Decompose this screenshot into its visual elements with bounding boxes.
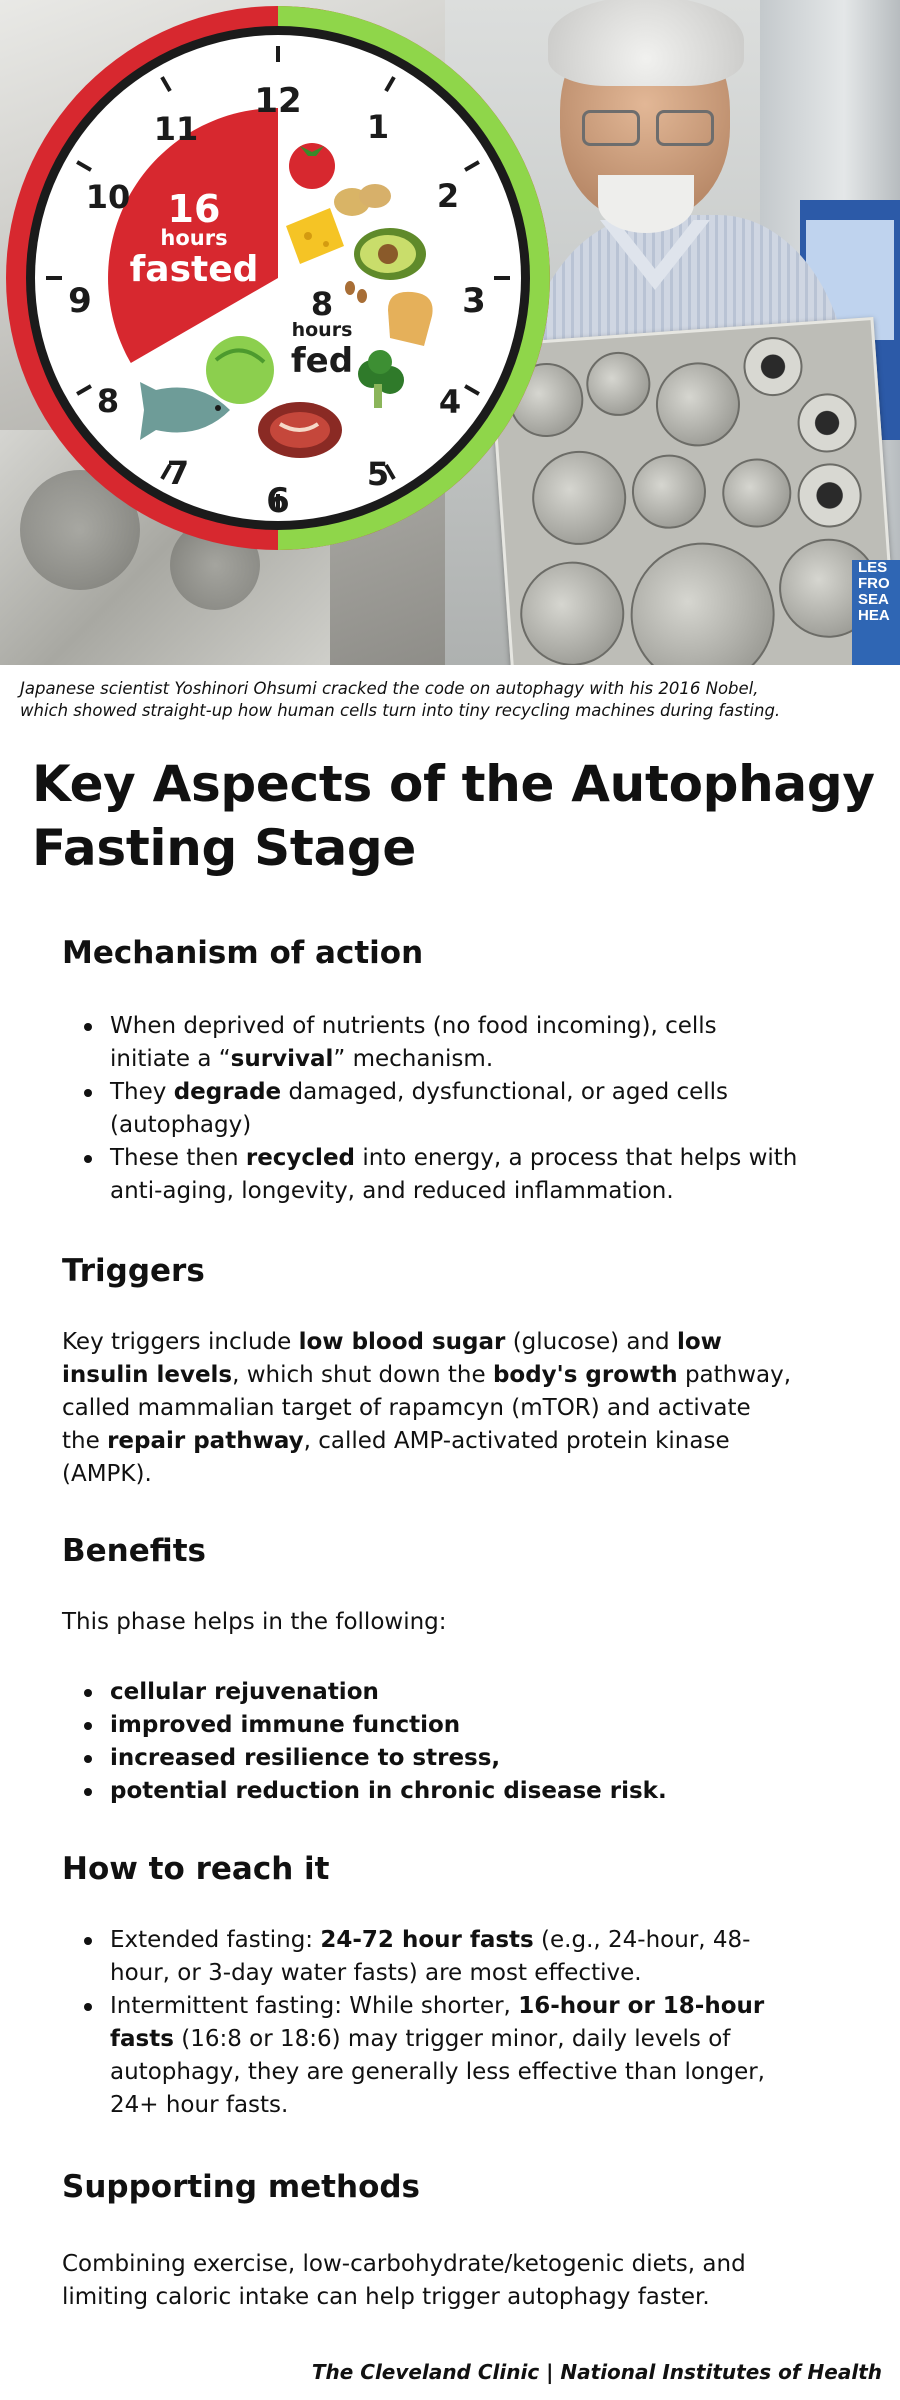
- benefits-heading: Benefits: [62, 1533, 206, 1569]
- bold-term: degrade: [173, 1079, 282, 1105]
- list-item: They degrade damaged, dysfunctional, or …: [62, 1076, 872, 1142]
- list-item: improved immune function: [62, 1709, 872, 1742]
- list-item-text: initiate a “survival” mechanism.: [110, 1046, 494, 1072]
- page-title: Key Aspects of the Autophagy Fasting Sta…: [32, 752, 892, 880]
- clock-number-7: 7: [167, 454, 189, 492]
- paragraph-line: called mammalian target of rapamcyn (mTO…: [62, 1395, 751, 1421]
- fed-label: fed: [291, 341, 353, 381]
- clock-tick: [76, 160, 92, 172]
- reach-heading: How to reach it: [62, 1851, 330, 1887]
- paragraph-line: Key triggers include low blood sugar (gl…: [62, 1329, 722, 1355]
- clock-number-8: 8: [97, 382, 119, 420]
- fed-unit: hours: [292, 319, 353, 341]
- clock-tick: [160, 76, 172, 92]
- list-item: cellular rejuvenation: [62, 1676, 872, 1709]
- scientist-beard: [598, 175, 694, 233]
- bold-term: survival: [230, 1046, 334, 1072]
- clock-number-6: 6: [266, 481, 290, 521]
- paragraph-line: Combining exercise, low-carbohydrate/ket…: [62, 2251, 746, 2277]
- photo-caption: Japanese scientist Yoshinori Ohsumi crac…: [20, 678, 880, 722]
- clock-number-9: 9: [68, 281, 92, 321]
- clock-ticks: [46, 46, 510, 510]
- broccoli-icon: [358, 350, 404, 408]
- benefits-list: cellular rejuvenation improved immune fu…: [62, 1676, 872, 1808]
- tomato-icon: [289, 143, 335, 189]
- list-item-text: Extended fasting: 24-72 hour fasts (e.g.…: [110, 1927, 751, 1953]
- list-item: Intermittent fasting: While shorter, 16-…: [62, 1990, 872, 2122]
- paragraph-line: the repair pathway, called AMP-activated…: [62, 1428, 730, 1454]
- bold-term: recycled: [245, 1145, 356, 1171]
- fasted-wedge: [108, 108, 278, 363]
- mechanism-heading: Mechanism of action: [62, 935, 424, 971]
- list-item: These then recycled into energy, a proce…: [62, 1142, 872, 1208]
- clock-number-5: 5: [367, 455, 389, 493]
- list-item-text: They degrade damaged, dysfunctional, or …: [110, 1079, 729, 1105]
- clock-tick: [464, 384, 480, 396]
- paragraph-line: insulin levels, which shut down the body…: [62, 1362, 792, 1388]
- clock-number-11: 11: [154, 110, 199, 148]
- glasses-icon: [582, 110, 640, 146]
- page-title-line: Fasting Stage: [32, 819, 417, 877]
- nuts-icon: [345, 281, 367, 303]
- paragraph-line: (AMPK).: [62, 1461, 152, 1487]
- paragraph-line: limiting caloric intake can help trigger…: [62, 2284, 710, 2310]
- list-item-text: 24+ hour fasts.: [110, 2092, 289, 2118]
- clock-number-3: 3: [462, 281, 486, 321]
- clock-tick: [384, 464, 396, 480]
- list-item-text: (autophagy): [110, 1112, 252, 1138]
- list-item: potential reduction in chronic disease r…: [62, 1775, 872, 1808]
- fed-hours: 8: [311, 285, 333, 323]
- list-item-text: These then recycled into energy, a proce…: [110, 1145, 798, 1171]
- clock-number-12: 12: [254, 81, 301, 121]
- clock-number-4: 4: [439, 383, 461, 421]
- fasted-label: fasted: [130, 249, 259, 290]
- avocado-icon: [354, 228, 426, 280]
- scientist-hair: [548, 0, 744, 86]
- supporting-paragraph: Combining exercise, low-carbohydrate/ket…: [62, 2248, 862, 2314]
- caption-line: Japanese scientist Yoshinori Ohsumi crac…: [20, 679, 759, 698]
- fasted-unit: hours: [160, 226, 227, 250]
- clock-number-1: 1: [367, 108, 389, 146]
- clock-tick: [160, 464, 172, 480]
- bread-icon: [388, 291, 433, 346]
- cheese-icon: [286, 208, 344, 264]
- page-title-line: Key Aspects of the Autophagy: [32, 755, 875, 813]
- reach-list: Extended fasting: 24-72 hour fasts (e.g.…: [62, 1924, 872, 2122]
- lettuce-icon: [206, 336, 274, 404]
- potato-icon: [334, 184, 391, 216]
- list-item: When deprived of nutrients (no food inco…: [62, 1010, 872, 1076]
- clock-tick: [384, 76, 396, 92]
- list-item: increased resilience to stress,: [62, 1742, 872, 1775]
- fasted-hours: 16: [168, 187, 221, 231]
- mechanism-list: When deprived of nutrients (no food inco…: [62, 1010, 872, 1208]
- supporting-heading: Supporting methods: [62, 2169, 421, 2205]
- fish-icon: [140, 382, 230, 440]
- steak-icon: [258, 402, 342, 458]
- list-item-text: Intermittent fasting: While shorter, 16-…: [110, 1993, 765, 2019]
- sources-footer: The Cleveland Clinic | National Institut…: [311, 2360, 882, 2384]
- list-item-text: When deprived of nutrients (no food inco…: [110, 1013, 717, 1039]
- fasting-clock: 12 1 2 3 4 5 6 7 8 9 10 11 16 hours fast…: [6, 6, 550, 550]
- list-item: Extended fasting: 24-72 hour fasts (e.g.…: [62, 1924, 872, 1990]
- glasses-icon: [656, 110, 714, 146]
- list-item-text: hour, or 3-day water fasts) are most eff…: [110, 1960, 642, 1986]
- clock-number-10: 10: [86, 178, 131, 216]
- list-item-text: fasts (16:8 or 18:6) may trigger minor, …: [110, 2026, 731, 2052]
- clock-tick: [76, 384, 92, 396]
- benefits-intro: This phase helps in the following:: [62, 1609, 447, 1635]
- list-item-text: autophagy, they are generally less effec…: [110, 2059, 765, 2085]
- clock-number-2: 2: [437, 177, 459, 215]
- clock-tick: [464, 160, 480, 172]
- triggers-paragraph: Key triggers include low blood sugar (gl…: [62, 1326, 862, 1491]
- list-item-text: anti-aging, longevity, and reduced infla…: [110, 1178, 674, 1204]
- caption-line: which showed straight-up how human cells…: [20, 701, 781, 720]
- triggers-heading: Triggers: [62, 1253, 205, 1289]
